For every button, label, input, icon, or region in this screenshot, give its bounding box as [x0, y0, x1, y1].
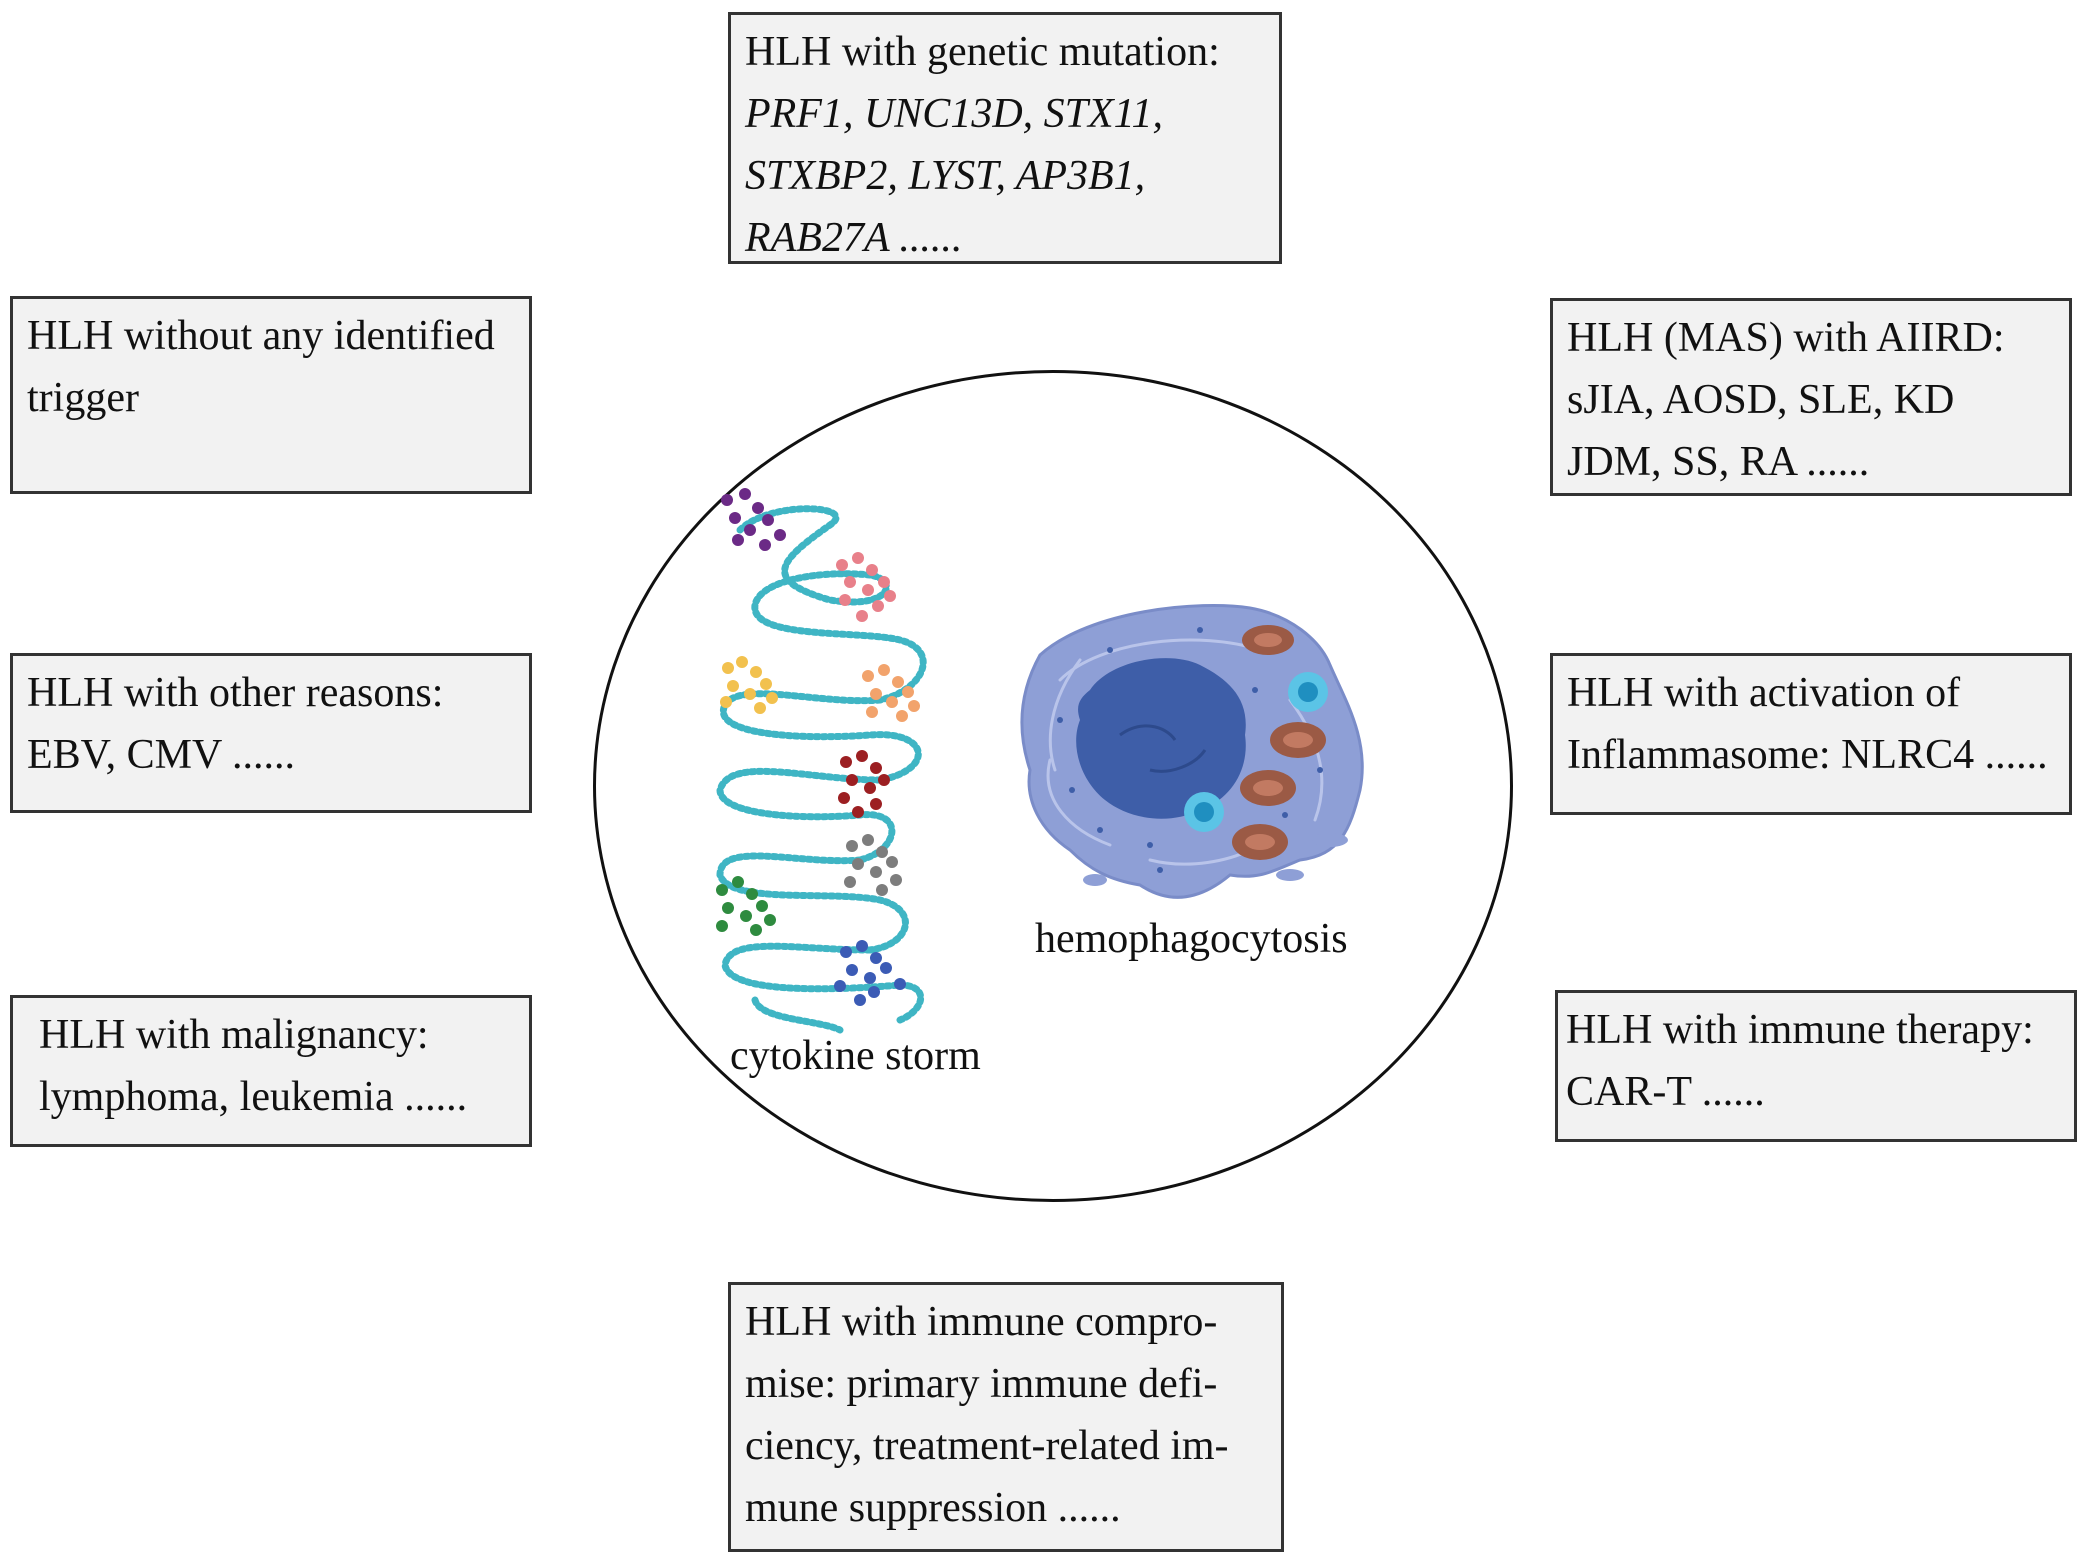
cell-membrane-lines [1046, 638, 1324, 866]
box-line: mise: primary immune defi- [745, 1361, 1218, 1407]
yellow-cytokine-dots [720, 656, 778, 714]
cytokine-storm-label: cytokine storm [730, 1033, 981, 1079]
cell-fragment [1276, 869, 1304, 881]
central-circle [593, 370, 1513, 1202]
purple-cytokine-dots [721, 488, 786, 551]
box-line: JDM, SS, RA ...... [1567, 439, 1870, 485]
inflammasome-box: HLH with activation of Inflammasome: NLR… [1550, 653, 2072, 815]
pink-cytokine-dots [836, 552, 896, 622]
lymphocytes [1184, 672, 1328, 832]
genetic-mutation-box: HLH with genetic mutation: PRF1, UNC13D,… [728, 12, 1282, 264]
cell-fragment [1312, 833, 1348, 847]
box-line: EBV, CMV ...... [27, 732, 296, 778]
cytokine-strand [716, 505, 927, 1034]
box-line: lymphoma, leukemia ...... [39, 1074, 468, 1120]
immune-compromise-box: HLH with immune compro- mise: primary im… [728, 1282, 1284, 1552]
malignancy-box: HLH with malignancy: lymphoma, leukemia … [10, 995, 532, 1147]
gray-cytokine-dots [844, 834, 902, 896]
box-line: trigger [27, 375, 139, 421]
box-line: Inflammasome: NLRC4 ...... [1567, 732, 2048, 778]
gene-name: RAB27A ...... [745, 215, 963, 261]
box-line: STXBP2, LYST, AP3B1, [745, 153, 1146, 199]
box-line: ciency, treatment-related im- [745, 1423, 1229, 1469]
macrophage-cell [1020, 604, 1364, 899]
red-blood-cells [1232, 625, 1326, 860]
blue-cytokine-dots [834, 940, 906, 1006]
box-line: HLH with immune therapy: [1566, 1007, 2034, 1053]
immune-therapy-box: HLH with immune therapy: CAR-T ...... [1555, 990, 2077, 1142]
box-line: sJIA, AOSD, SLE, KD [1567, 377, 1955, 423]
box-line: HLH with genetic mutation: [745, 29, 1220, 75]
box-line: CAR-T ...... [1566, 1069, 1765, 1115]
no-trigger-box: HLH without any identified trigger [10, 296, 532, 494]
box-line: HLH without any identified [27, 313, 495, 359]
red-cytokine-dots [838, 750, 890, 818]
cell-granules [1057, 627, 1323, 873]
box-line: HLH with malignancy: [39, 1012, 429, 1058]
macrophage-nucleus [1076, 658, 1246, 819]
green-cytokine-dots [716, 876, 776, 936]
aiird-box: HLH (MAS) with AIIRD: sJIA, AOSD, SLE, K… [1550, 298, 2072, 496]
box-line: HLH with activation of [1567, 670, 1961, 716]
cytokine-dots [716, 488, 920, 1006]
nucleus-texture [1119, 724, 1207, 773]
orange-cytokine-dots [862, 664, 920, 722]
other-reasons-box: HLH with other reasons: EBV, CMV ...... [10, 653, 532, 813]
box-line: HLH with other reasons: [27, 670, 444, 716]
hemophagocytosis-label: hemophagocytosis [1035, 916, 1348, 962]
box-line: PRF1, UNC13D, STX11, [745, 91, 1164, 137]
box-line: mune suppression ...... [745, 1485, 1121, 1531]
box-line: RAB27A ...... [745, 207, 1265, 269]
box-line: HLH with immune compro- [745, 1299, 1218, 1345]
box-line: HLH (MAS) with AIIRD: [1567, 315, 2005, 361]
cell-fragment [1083, 874, 1107, 886]
